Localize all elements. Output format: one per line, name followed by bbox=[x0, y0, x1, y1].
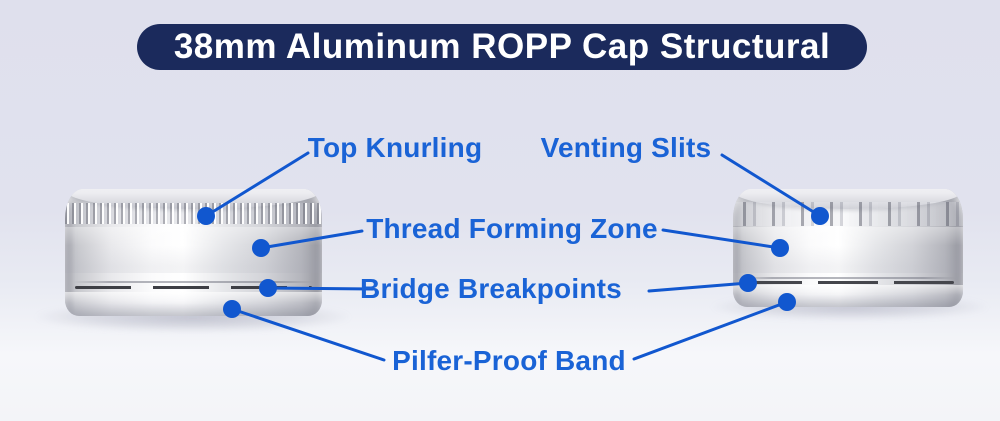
top-knurling-marker-dot bbox=[197, 207, 215, 225]
left-cap-bridge-scoring bbox=[75, 286, 312, 289]
thread-forming-zone-marker-dot bbox=[252, 239, 270, 257]
right-ropp-cap bbox=[733, 189, 963, 307]
thread-forming-zone-marker-dot bbox=[771, 239, 789, 257]
pilfer-proof-band-connector-line bbox=[632, 300, 789, 361]
bridge-breakpoints-marker-dot bbox=[739, 274, 757, 292]
bridge-breakpoints-connector-line bbox=[266, 286, 375, 291]
thread-forming-zone-connector-line bbox=[259, 229, 364, 250]
pilfer-proof-band-marker-dot bbox=[223, 300, 241, 318]
label-top-knurling: Top Knurling bbox=[307, 132, 483, 163]
left-cap-knurling bbox=[65, 203, 322, 224]
right-cap-body bbox=[733, 189, 963, 307]
label-venting-slits: Venting Slits bbox=[540, 132, 712, 163]
right-cap-groove bbox=[739, 277, 957, 279]
venting-slits-marker-dot bbox=[811, 207, 829, 225]
label-pilfer-proof-band: Pilfer-Proof Band bbox=[392, 345, 626, 376]
right-cap-venting-slits bbox=[733, 202, 963, 226]
page-title: 38mm Aluminum ROPP Cap Structural bbox=[173, 27, 831, 66]
venting-slits-connector-line bbox=[720, 153, 822, 218]
left-cap-thread-zone bbox=[65, 227, 322, 273]
left-cap-groove bbox=[72, 281, 315, 283]
bridge-breakpoints-marker-dot bbox=[259, 279, 277, 297]
pilfer-proof-band-connector-line bbox=[230, 307, 386, 362]
left-ropp-cap bbox=[65, 189, 322, 316]
label-thread-forming-zone: Thread Forming Zone bbox=[366, 213, 658, 244]
title-banner: 38mm Aluminum ROPP Cap Structural bbox=[137, 24, 867, 70]
left-cap-pilfer-band bbox=[65, 292, 322, 316]
label-bridge-breakpoints: Bridge Breakpoints bbox=[360, 273, 622, 304]
left-cap-body bbox=[65, 189, 322, 316]
right-cap-bridge-scoring bbox=[742, 281, 954, 284]
pilfer-proof-band-marker-dot bbox=[778, 293, 796, 311]
bridge-breakpoints-connector-line bbox=[647, 281, 750, 293]
thread-forming-zone-connector-line bbox=[661, 228, 782, 250]
top-knurling-connector-line bbox=[204, 151, 310, 218]
